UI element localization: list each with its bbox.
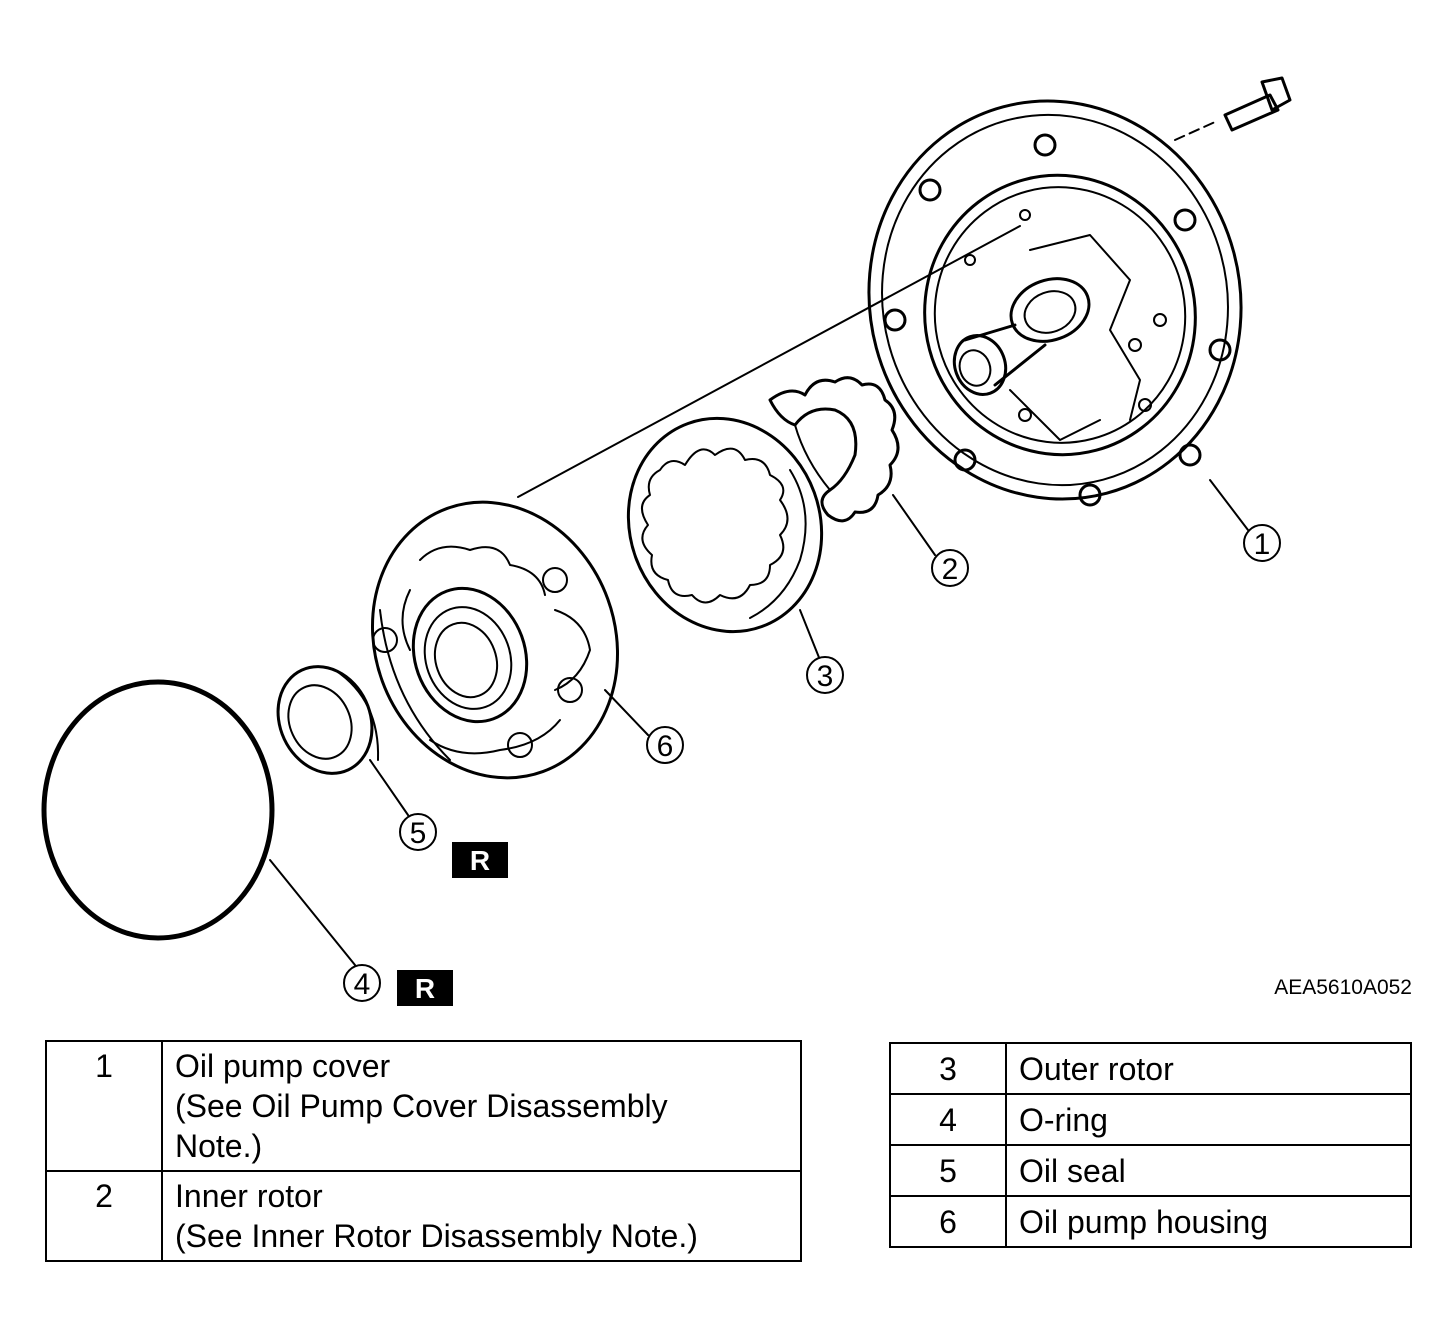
- legend-description: Oil pump housing: [1005, 1195, 1412, 1248]
- legend-row: 3 Outer rotor: [889, 1042, 1412, 1095]
- leader-line-4: [269, 859, 356, 966]
- legend-description: Oil pump cover (See Oil Pump Cover Disas…: [161, 1040, 802, 1172]
- legend-description: O-ring: [1005, 1093, 1412, 1146]
- legend-row: 2 Inner rotor (See Inner Rotor Disassemb…: [45, 1170, 802, 1262]
- replace-badge-4: R: [415, 973, 435, 1004]
- callout-1: 1: [1254, 528, 1271, 561]
- leader-line-3: [799, 609, 821, 661]
- legend-number: 6: [889, 1195, 1007, 1248]
- inner-rotor-drawing: [768, 376, 900, 523]
- legend-number: 5: [889, 1144, 1007, 1197]
- oil-pump-housing-drawing: [370, 500, 620, 780]
- legend-number: 4: [889, 1093, 1007, 1146]
- callout-3: 3: [817, 660, 834, 693]
- legend-line: Oil pump cover: [175, 1048, 391, 1084]
- legend-line: (See Oil Pump Cover Disassembly: [175, 1088, 668, 1124]
- legend-row: 6 Oil pump housing: [889, 1195, 1412, 1248]
- legend-line: (See Inner Rotor Disassembly Note.): [175, 1218, 698, 1254]
- legend-line: Note.): [175, 1128, 263, 1164]
- assembly-centerline: [517, 225, 1021, 498]
- legend-row: 5 Oil seal: [889, 1144, 1412, 1197]
- leader-line-2: [892, 494, 936, 556]
- leader-line-6: [604, 689, 649, 736]
- legend-table-right: 3 Outer rotor 4 O-ring 5 Oil seal 6 Oil …: [889, 1042, 1412, 1248]
- replace-badge-5: R: [470, 845, 490, 876]
- legend-row: 1 Oil pump cover (See Oil Pump Cover Dis…: [45, 1040, 802, 1172]
- callout-6: 6: [657, 730, 674, 763]
- callout-5: 5: [410, 817, 427, 850]
- legend-row: 4 O-ring: [889, 1093, 1412, 1146]
- bolt-drawing: [1174, 76, 1292, 141]
- leader-line-5: [369, 759, 409, 816]
- legend-line: Inner rotor: [175, 1178, 323, 1214]
- legend-description: Oil seal: [1005, 1144, 1412, 1197]
- image-code: AEA5610A052: [1274, 976, 1412, 999]
- legend-table-left: 1 Oil pump cover (See Oil Pump Cover Dis…: [45, 1040, 802, 1262]
- replace-badge-4-bg: [397, 970, 453, 1006]
- legend-description: Outer rotor: [1005, 1042, 1412, 1095]
- legend-number: 2: [45, 1170, 163, 1262]
- replace-badge-5-bg: [452, 842, 508, 878]
- legend-number: 3: [889, 1042, 1007, 1095]
- outer-rotor-drawing: [626, 416, 824, 634]
- leader-line-1: [1209, 479, 1249, 531]
- oil-pump-cover-drawing: [867, 99, 1243, 507]
- callout-4: 4: [354, 968, 371, 1001]
- oil-seal-drawing: [276, 665, 380, 775]
- callout-2: 2: [942, 553, 959, 586]
- o-ring-drawing: [41, 679, 275, 941]
- exploded-view-diagram: 1 2 3 4 5 6 R R AEA5610A052: [41, 76, 1412, 1006]
- legend-number: 1: [45, 1040, 163, 1172]
- legend-description: Inner rotor (See Inner Rotor Disassembly…: [161, 1170, 802, 1262]
